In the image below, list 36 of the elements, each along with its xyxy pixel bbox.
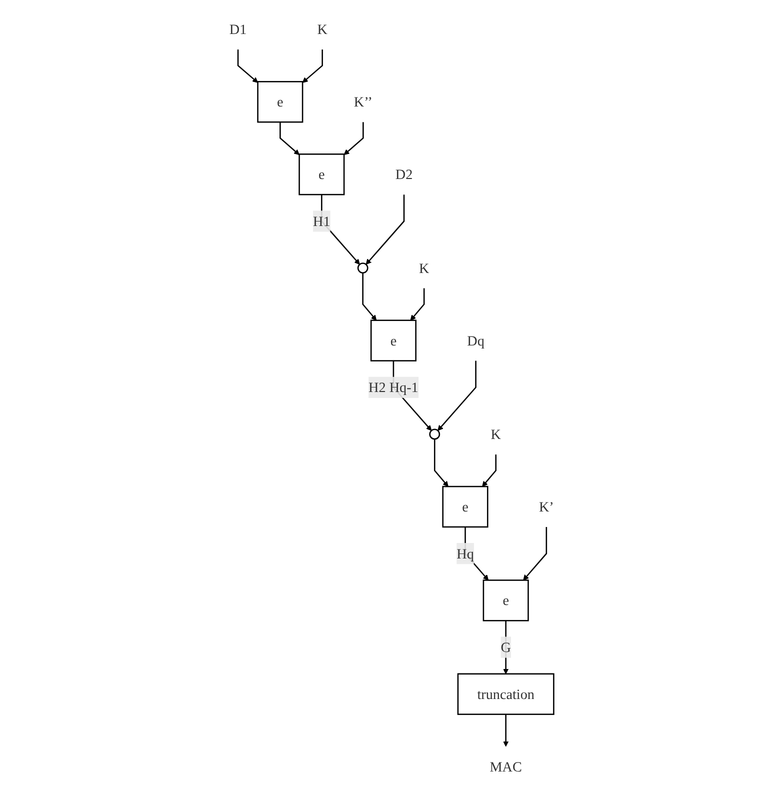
node-text: D1 [229,21,247,38]
arrow [279,122,300,156]
node-text: K’ [538,498,554,515]
arrow [502,620,509,674]
node-box [457,673,554,715]
diagram-drawing: H1 H2 Hq-1 Hq G D1 K e K’’ e D2 K e Dq K e K’ e truncation MAC [204,4,578,792]
node-text: K [490,426,501,442]
arrow [410,288,425,321]
node-box [370,320,416,362]
node-circle [429,428,440,440]
arrow [482,454,496,487]
node-box [257,81,304,123]
arrow [522,526,547,580]
edge-label: Hq [456,546,474,562]
arrow [344,122,364,156]
arrow [366,194,405,265]
node-box [482,580,529,622]
edge-label: H1 [312,213,330,230]
node-box [298,154,345,196]
node-text: K [317,21,328,38]
node-text: MAC [490,758,522,775]
node-box [442,486,488,528]
node-text: K [418,260,430,276]
arrow [362,272,377,321]
arrow [320,194,360,265]
arrow [434,439,448,487]
arrow [302,50,323,83]
arrow [502,714,509,747]
arrow [237,50,258,83]
node-text: K’’ [354,94,372,110]
node-circle [357,262,368,274]
node-text: Dq [467,332,484,349]
arrow [437,360,476,431]
edge-label: G [500,639,511,656]
edge-label: H2 Hq-1 [368,379,418,396]
node-text: D2 [395,166,413,182]
